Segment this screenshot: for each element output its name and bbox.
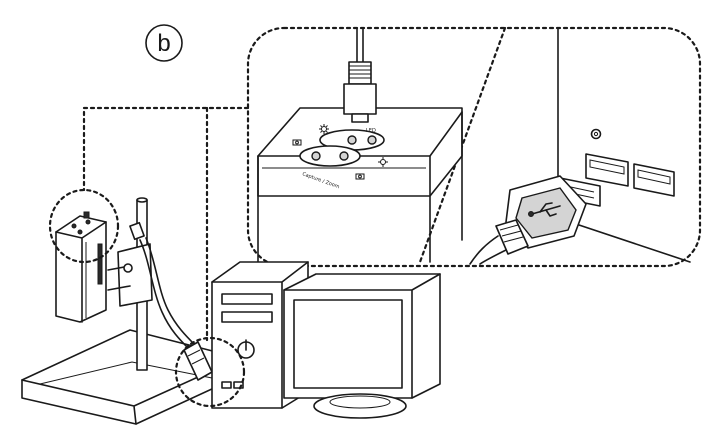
pc-rear-closeup xyxy=(469,27,691,265)
cable-run xyxy=(139,239,191,351)
usb-a-cable-2 xyxy=(479,249,507,265)
pc-port-highlight xyxy=(174,336,246,408)
zoom-button xyxy=(339,151,349,161)
figure-label: b xyxy=(145,24,183,62)
stand-holder xyxy=(117,243,153,307)
capture-dial xyxy=(299,145,361,167)
microscope-label-strip xyxy=(97,243,103,285)
stand-knob xyxy=(123,263,133,273)
sun-icon xyxy=(378,157,388,167)
usb-a-relief-ribs xyxy=(499,224,524,243)
camera-icon xyxy=(355,173,365,180)
microscope-top-callout xyxy=(48,188,120,264)
sun-icon xyxy=(319,124,329,134)
usb-a-grip xyxy=(515,187,577,239)
capture-button xyxy=(311,151,321,161)
mini-usb-plug xyxy=(343,83,377,115)
audio-jack-icon xyxy=(590,128,602,140)
usb-port xyxy=(585,153,629,187)
monitor-frame-edges xyxy=(283,273,441,399)
monitor-base xyxy=(313,393,407,419)
audio-jack-center xyxy=(593,131,599,137)
front-usb-port-2 xyxy=(233,381,244,389)
monitor-base-inner xyxy=(329,395,391,409)
mini-usb-tip xyxy=(351,113,369,123)
cable-usb-a-ribs xyxy=(187,349,205,365)
microscope-top-highlight xyxy=(48,188,120,264)
led-label: LED xyxy=(366,128,376,134)
callout-connectors xyxy=(82,26,507,342)
microscope-body-edges xyxy=(55,221,107,323)
figure-label-circle xyxy=(145,24,183,62)
stand-pole-cap xyxy=(136,197,148,203)
usb-port xyxy=(633,163,675,197)
stand-base-inner xyxy=(39,361,223,385)
cable-mini-plug xyxy=(129,221,145,241)
figure-label-text: b xyxy=(157,30,170,57)
usb-a-cable xyxy=(469,235,499,265)
top-mini-usb xyxy=(83,211,90,219)
top-button-2 xyxy=(85,219,91,225)
usb-trident-icon xyxy=(528,202,561,217)
usb-a-plug xyxy=(469,175,601,265)
monitor-screen xyxy=(293,299,403,389)
led-button-2 xyxy=(367,135,377,145)
power-icon xyxy=(237,339,255,359)
microscope-body-shape xyxy=(55,215,107,323)
zoom-inset: LED Capture / Zoom xyxy=(246,26,702,268)
top-button xyxy=(71,223,77,229)
cable-run-2 xyxy=(145,237,197,347)
drive-bay-2 xyxy=(221,311,273,323)
microscope-body xyxy=(55,215,107,323)
strain-relief-ribs xyxy=(349,65,371,79)
led-button xyxy=(347,135,357,145)
monitor xyxy=(283,273,441,419)
callout-line-zoom xyxy=(418,26,507,264)
top-button-3 xyxy=(77,229,83,235)
pc-tower-edges xyxy=(211,261,309,409)
front-usb-port xyxy=(221,381,232,389)
callout-line-left xyxy=(82,106,250,192)
zoom-inset-frame xyxy=(246,26,702,268)
camera-icon xyxy=(292,139,302,146)
drive-bay xyxy=(221,293,273,305)
microscope-top-closeup: LED Capture / Zoom xyxy=(257,27,463,263)
usb-cable xyxy=(129,221,213,381)
mini-usb-strain-relief xyxy=(348,61,372,85)
